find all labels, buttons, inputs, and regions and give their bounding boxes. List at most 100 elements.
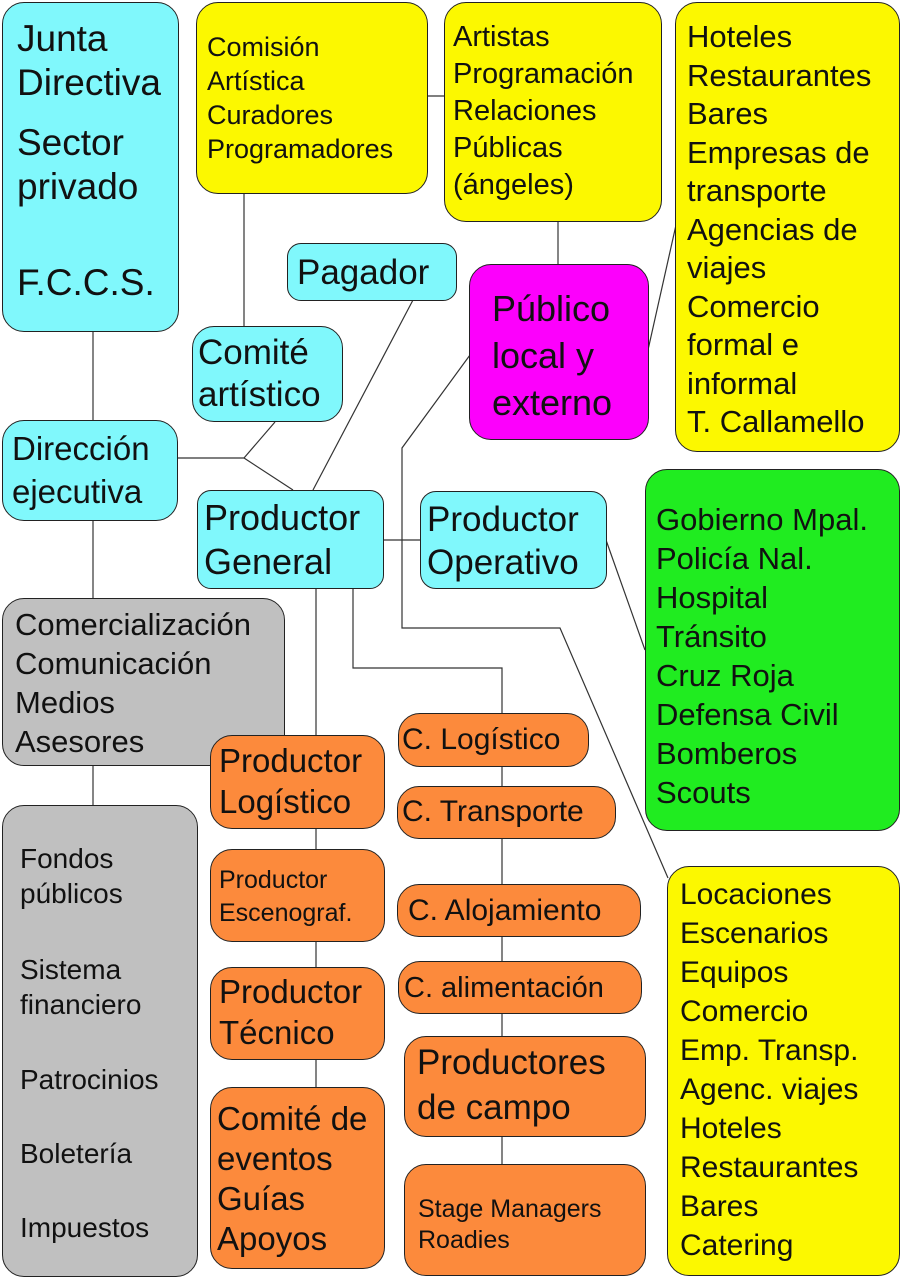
gobierno-line-2: Policía Nal. (656, 541, 813, 576)
gobierno-line-5: Cruz Roja (656, 658, 794, 693)
junta-line-4: privado (17, 166, 139, 207)
productor-tecnico-box: Productor Técnico (210, 967, 385, 1060)
productor-logistico-line-2: Logístico (219, 783, 352, 820)
comite-artistico-line-2: artístico (198, 375, 321, 414)
comision-artistica-box: Comisión Artística Curadores Programador… (196, 2, 428, 194)
fondos-box: Fondos públicos Sistema financiero Patro… (2, 805, 198, 1277)
connector-junction-general (243, 457, 294, 491)
productores-campo-box: Productores de campo (404, 1036, 646, 1137)
gobierno-line-3: Hospital (656, 580, 768, 615)
junta-line-2: Directiva (17, 62, 161, 103)
direccion-line-2: ejecutiva (12, 473, 143, 510)
comite-eventos-box: Comité de eventos Guías Apoyos (210, 1087, 385, 1269)
productor-logistico-line-1: Productor (219, 742, 363, 779)
connector-publico-hoteles (647, 224, 677, 351)
comercializacion-line-4: Asesores (15, 724, 145, 759)
c-transporte-box: C. Transporte (397, 786, 616, 839)
locaciones-line-4: Comercio (680, 995, 809, 1028)
connector-comite-junction (243, 421, 276, 459)
sistema-financiero-line-2: financiero (20, 989, 142, 1020)
artistas-line-2: Programación (453, 58, 634, 90)
publico-line-2: local y (492, 335, 595, 376)
publico-line-1: Público (492, 288, 611, 329)
hoteles-line-4: Empresas de (687, 134, 870, 170)
comite-artistico-box: Comité artístico (192, 326, 343, 422)
boleteria-label: Boletería (20, 1138, 133, 1169)
hoteles-line-8: Comercio (687, 288, 820, 324)
productor-operativo-box: Productor Operativo (420, 491, 607, 589)
fondos-publicos-line-1: Fondos (20, 843, 114, 874)
locaciones-line-8: Restaurantes (680, 1151, 859, 1184)
locaciones-line-3: Equipos (680, 956, 789, 989)
locaciones-line-7: Hoteles (680, 1112, 782, 1145)
productor-escenograf-line-2: Escenograf. (219, 899, 353, 927)
gobierno-box: Gobierno Mpal. Policía Nal. Hospital Trá… (645, 469, 900, 831)
productor-tecnico-line-1: Productor (219, 973, 363, 1010)
comite-eventos-line-4: Apoyos (217, 1220, 328, 1257)
hoteles-line-1: Hoteles (687, 19, 793, 54)
productor-operativo-line-2: Operativo (427, 543, 579, 582)
hoteles-line-10: informal (687, 365, 798, 401)
productores-campo-line-2: de campo (417, 1088, 571, 1127)
hoteles-line-7: viajes (687, 250, 767, 285)
stage-managers-line-2: Roadies (418, 1226, 510, 1254)
junta-line-3: Sector (17, 122, 124, 163)
sistema-financiero-line-1: Sistema (20, 954, 122, 985)
comision-line-1: Comisión (207, 32, 320, 62)
c-transporte-label: C. Transporte (402, 795, 584, 828)
hoteles-line-11: T. Callamello (687, 404, 865, 439)
comision-line-2: Artística (207, 66, 305, 96)
productor-operativo-line-1: Productor (427, 500, 579, 539)
hoteles-line-9: formal e (687, 327, 799, 362)
direccion-line-1: Dirección (12, 430, 150, 467)
locaciones-line-2: Escenarios (680, 917, 829, 950)
c-alimentacion-box: C. alimentación (398, 961, 642, 1014)
impuestos-label: Impuestos (20, 1212, 150, 1243)
gobierno-line-4: Tránsito (656, 619, 767, 654)
connector-pagador-general (312, 299, 414, 491)
comision-line-3: Curadores (207, 100, 334, 130)
junta-directiva-box: Junta Directiva Sector privado F.C.C.S. (2, 2, 179, 332)
artistas-programacion-box: Artistas Programación Relaciones Pública… (444, 2, 662, 222)
c-alojamiento-box: C. Alojamiento (397, 884, 641, 937)
productores-campo-line-1: Productores (417, 1043, 606, 1082)
locaciones-line-10: Catering (680, 1229, 794, 1262)
comite-artistico-line-1: Comité (198, 333, 309, 372)
artistas-line-5: (ángeles) (453, 169, 574, 201)
artistas-line-4: Públicas (453, 132, 563, 164)
comision-line-4: Programadores (207, 134, 394, 164)
gobierno-line-8: Scouts (656, 775, 751, 810)
comite-eventos-line-2: eventos (217, 1140, 333, 1177)
productor-tecnico-line-2: Técnico (219, 1014, 335, 1051)
locaciones-line-5: Emp. Transp. (680, 1034, 859, 1067)
c-logistico-box: C. Logístico (398, 713, 589, 767)
locaciones-box: Locaciones Escenarios Equipos Comercio E… (667, 866, 900, 1276)
hoteles-comercio-box: Hoteles Restaurantes Bares Empresas de t… (675, 2, 900, 452)
c-alimentacion-label: C. alimentación (404, 972, 604, 1004)
connector-operativo-gobierno (605, 539, 646, 651)
artistas-line-1: Artistas (453, 21, 550, 53)
locaciones-line-1: Locaciones (680, 878, 832, 911)
gobierno-line-7: Bomberos (656, 736, 798, 771)
productor-escenograf-box: Productor Escenograf. (210, 849, 385, 942)
stage-managers-box: Stage Managers Roadies (404, 1164, 646, 1276)
comercializacion-line-1: Comercialización (15, 607, 252, 642)
locaciones-line-6: Agenc. viajes (680, 1073, 859, 1106)
gobierno-line-6: Defensa Civil (656, 697, 839, 732)
hoteles-line-5: transporte (687, 173, 827, 208)
productor-escenograf-line-1: Productor (219, 866, 328, 894)
stage-managers-line-1: Stage Managers (418, 1195, 602, 1223)
pagador-box: Pagador (287, 243, 457, 301)
publico-line-3: externo (492, 382, 613, 423)
comercializacion-line-2: Comunicación (15, 646, 212, 681)
artistas-line-3: Relaciones (453, 95, 597, 127)
comercializacion-line-3: Medios (15, 685, 115, 720)
productor-general-line-2: General (204, 541, 333, 582)
productor-general-line-1: Productor (204, 497, 361, 538)
pagador-label: Pagador (297, 253, 430, 292)
connector-publico-locaciones (401, 354, 669, 879)
fondos-publicos-line-2: públicos (20, 878, 123, 909)
direccion-ejecutiva-box: Dirección ejecutiva (2, 420, 178, 521)
publico-box: Público local y externo (469, 264, 649, 440)
comercializacion-box: Comercialización Comunicación Medios Ase… (2, 598, 285, 766)
